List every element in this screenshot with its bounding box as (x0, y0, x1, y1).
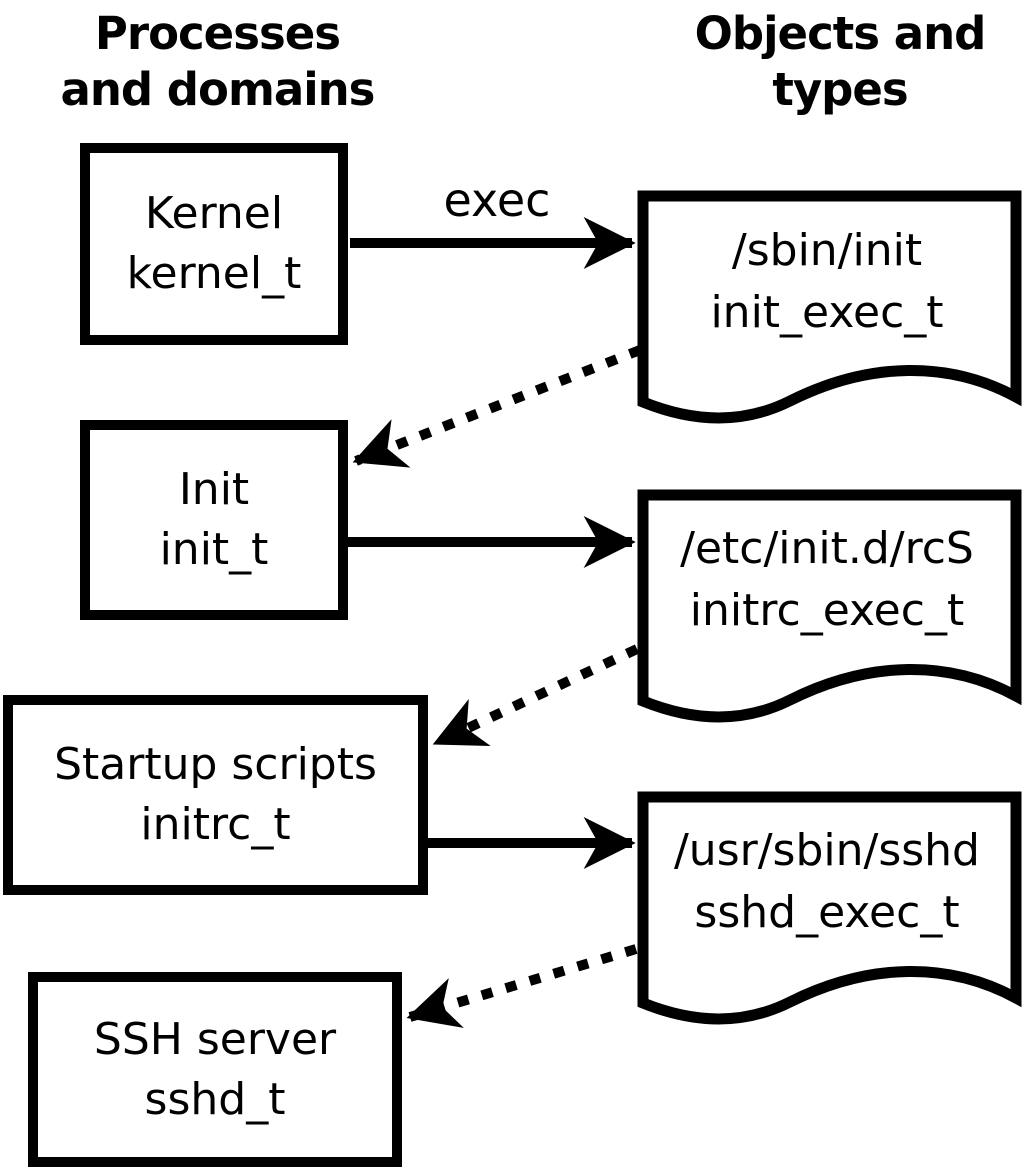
column-header-processes: Processes and domains (20, 6, 415, 118)
process-domain: sshd_t (144, 1073, 286, 1125)
column-header-processes-line2: and domains (60, 63, 376, 116)
column-header-objects-line1: Objects and (694, 7, 987, 60)
dotted-arrow-sbin-init-to-init (352, 345, 642, 468)
column-header-objects: Objects and types (645, 6, 1024, 118)
process-name: Init (178, 464, 250, 515)
process-domain: kernel_t (126, 248, 302, 299)
dotted-arrow-sshd-exec-to-sshd (406, 944, 638, 1028)
column-header-objects-line2: types (772, 63, 908, 116)
process-name: SSH server (93, 1013, 337, 1065)
column-header-processes-line1: Processes (94, 7, 341, 60)
process-node-startup-scripts: Startup scripts initrc_t (3, 695, 428, 895)
process-node-kernel: Kernel kernel_t (80, 143, 348, 345)
document-shape-usr-sbin-sshd (637, 791, 1022, 1025)
process-name: Startup scripts (54, 739, 377, 790)
process-domain: init_t (159, 524, 269, 575)
process-name: Kernel (144, 188, 284, 239)
dotted-arrow-rcs-to-initrc (432, 644, 640, 748)
process-node-init: Init init_t (80, 420, 348, 620)
document-shape-sbin-init (637, 190, 1022, 424)
document-shape-etc-initd-rcs (637, 489, 1022, 723)
process-node-ssh-server: SSH server sshd_t (28, 972, 402, 1167)
process-domain: initrc_t (140, 799, 291, 850)
edge-label-exec: exec (443, 173, 551, 227)
